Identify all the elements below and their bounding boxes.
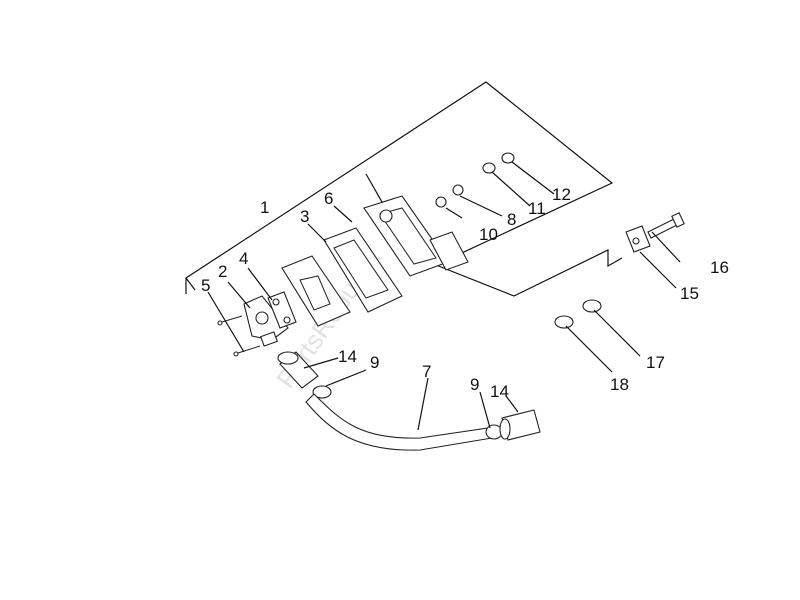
callout-16: 16 <box>710 258 729 277</box>
bracket <box>625 225 651 253</box>
hose <box>305 393 493 451</box>
callout-15: 15 <box>680 284 699 303</box>
reed-cover <box>363 195 449 277</box>
sleeve-14a <box>277 351 319 389</box>
callout-4: 4 <box>239 249 248 268</box>
callout-1: 1 <box>260 198 269 217</box>
flange <box>243 295 289 347</box>
small-hardware <box>429 184 469 271</box>
callout-7: 7 <box>422 362 431 381</box>
callout-5: 5 <box>201 276 210 295</box>
callout-18: 18 <box>610 375 629 394</box>
bolt <box>647 212 685 239</box>
sleeve-14b <box>499 409 541 441</box>
reed-plate <box>281 255 351 327</box>
callout-9: 9 <box>370 353 379 372</box>
callout-2: 2 <box>218 262 227 281</box>
leader-lines <box>207 161 681 431</box>
callout-14: 14 <box>338 347 357 366</box>
callout-11: 11 <box>528 199 546 218</box>
hose-clamps <box>554 299 602 329</box>
callout-6: 6 <box>324 189 333 208</box>
callout-8: 8 <box>507 210 516 229</box>
callout-14-second: 14 <box>490 382 509 401</box>
assembly-bracket-tick <box>185 277 196 291</box>
callout-12: 12 <box>552 185 571 204</box>
callout-9-second: 9 <box>470 375 479 394</box>
gasket <box>267 291 297 329</box>
callout-3: 3 <box>300 207 309 226</box>
clips-11-12 <box>482 152 515 174</box>
callout-10: 10 <box>479 225 498 244</box>
reed-block <box>323 227 403 313</box>
clamp-9a <box>312 385 332 399</box>
callout-17: 17 <box>646 353 665 372</box>
